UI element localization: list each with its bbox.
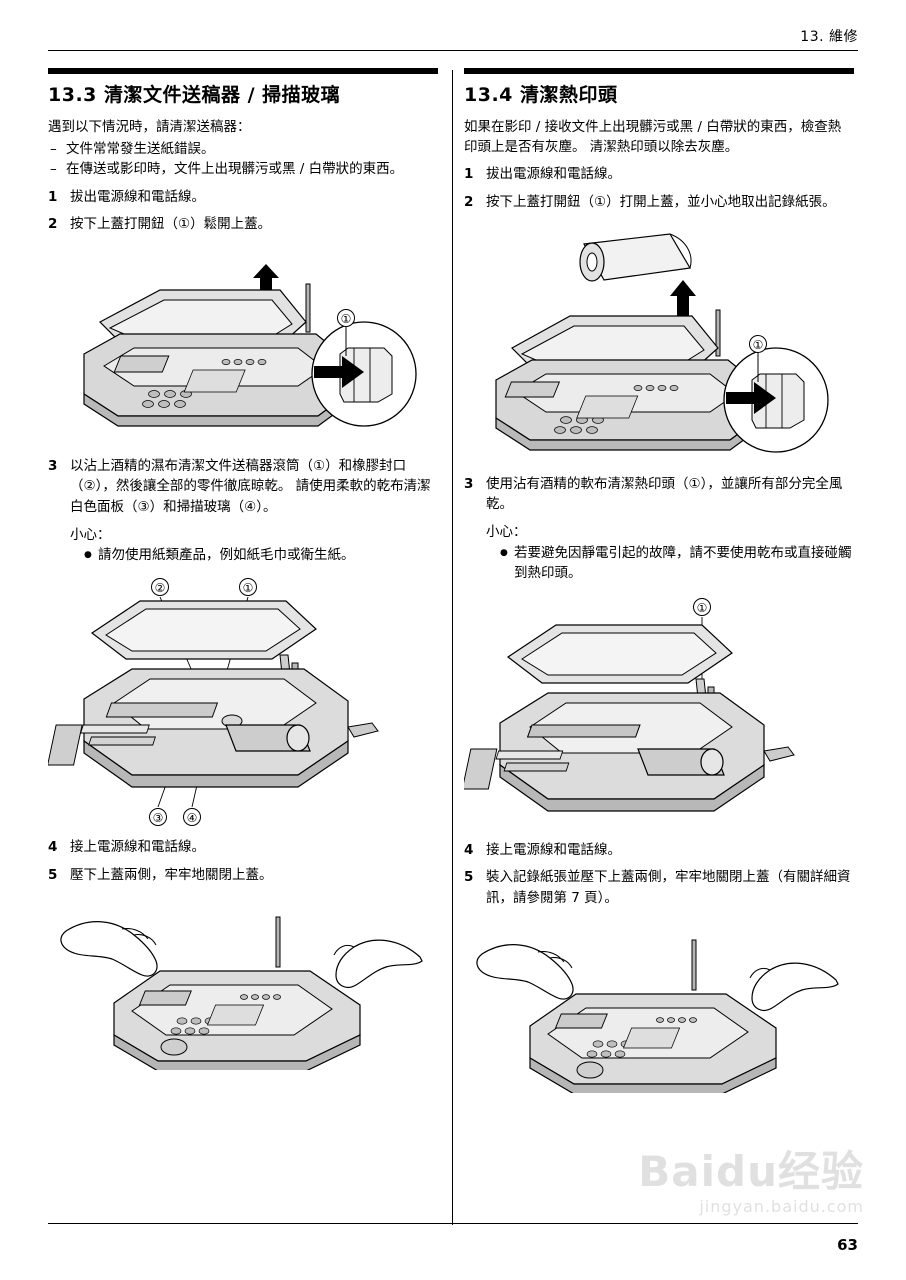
list-item: 請勿使用紙類產品，例如紙毛巾或衛生紙。 bbox=[84, 545, 438, 565]
figure-close-cover-right bbox=[464, 918, 854, 1093]
caution-label: 小心： bbox=[486, 524, 527, 541]
step-3-right: 3 使用沾有酒精的軟布清潔熱印頭（①），並讓所有部分完全風乾。 bbox=[464, 474, 854, 515]
figure-open-cover-right: ① bbox=[464, 222, 854, 467]
figure-adf-rollers-left: ② ① ③ ④ bbox=[48, 575, 438, 830]
footer-divider bbox=[48, 1223, 858, 1224]
step-number: 1 bbox=[464, 166, 474, 183]
header-divider bbox=[48, 50, 858, 51]
list-item: 文件常常發生送紙錯誤。 bbox=[48, 139, 438, 160]
caution-list: 請勿使用紙類產品，例如紙毛巾或衛生紙。 bbox=[70, 545, 438, 565]
figure-close-cover-left bbox=[48, 895, 438, 1070]
step-number: 3 bbox=[48, 458, 58, 474]
step-text: 壓下上蓋兩側，牢牢地關閉上蓋。 bbox=[70, 866, 273, 883]
step-number: 4 bbox=[48, 839, 58, 856]
step-text: 裝入記錄紙張並壓下上蓋兩側，牢牢地關閉上蓋（有關詳細資訊，請參閱第 7 頁）。 bbox=[486, 869, 851, 906]
svg-text:①: ① bbox=[697, 601, 708, 615]
page-columns: 13.3 清潔文件送稿器 / 掃描玻璃 遇到以下情況時，請清潔送稿器： 文件常常… bbox=[48, 68, 858, 1190]
svg-text:①: ① bbox=[341, 312, 352, 326]
step-number: 4 bbox=[464, 842, 474, 858]
step-text: 按下上蓋打開鈕（①）打開上蓋，並小心地取出記錄紙張。 bbox=[486, 193, 836, 210]
section-title-13-4: 13.4 清潔熱印頭 bbox=[464, 84, 618, 106]
section-rule-right bbox=[464, 68, 854, 74]
right-column: 13.4 清潔熱印頭 如果在影印 / 接收文件上出現髒污或黑 / 白帶狀的東西，… bbox=[464, 68, 854, 1190]
caution-block-left: 小心： 請勿使用紙類產品，例如紙毛巾或衛生紙。 bbox=[70, 525, 438, 566]
step-2-right: 2 按下上蓋打開鈕（①）打開上蓋，並小心地取出記錄紙張。 bbox=[464, 192, 854, 212]
step-text: 接上電源線和電話線。 bbox=[486, 842, 621, 858]
section-intro-left: 遇到以下情況時，請清潔送稿器： bbox=[48, 118, 251, 135]
section-rule-left bbox=[48, 68, 438, 74]
watermark-url: jingyan.baidu.com bbox=[699, 1197, 864, 1216]
svg-text:④: ④ bbox=[187, 811, 198, 825]
step-5-left: 5 壓下上蓋兩側，牢牢地關閉上蓋。 bbox=[48, 865, 438, 885]
step-number: 5 bbox=[464, 869, 474, 886]
step-number: 5 bbox=[48, 866, 58, 883]
caution-label: 小心： bbox=[70, 526, 111, 543]
svg-text:②: ② bbox=[155, 581, 166, 595]
step-number: 2 bbox=[464, 193, 474, 210]
step-5-right: 5 裝入記錄紙張並壓下上蓋兩側，牢牢地關閉上蓋（有關詳細資訊，請參閱第 7 頁）… bbox=[464, 867, 854, 908]
symptom-list: 文件常常發生送紙錯誤。 在傳送或影印時，文件上出現髒污或黑 / 白帶狀的東西。 bbox=[48, 139, 438, 180]
step-2-left: 2 按下上蓋打開鈕（①）鬆開上蓋。 bbox=[48, 214, 438, 234]
list-item: 在傳送或影印時，文件上出現髒污或黑 / 白帶狀的東西。 bbox=[48, 159, 438, 180]
step-text: 使用沾有酒精的軟布清潔熱印頭（①），並讓所有部分完全風乾。 bbox=[486, 475, 843, 512]
figure-fax-cover-release-left: ① bbox=[48, 244, 438, 449]
page-header-chapter: 13. 維修 bbox=[800, 29, 858, 45]
step-3-left: 3 以沾上酒精的濕布清潔文件送稿器滾筒（①）和橡膠封口（②），然後讓全部的零件徹… bbox=[48, 456, 438, 517]
step-text: 按下上蓋打開鈕（①）鬆開上蓋。 bbox=[70, 215, 272, 232]
step-number: 2 bbox=[48, 215, 58, 232]
list-item: 若要避免因靜電引起的故障，請不要使用乾布或直接碰觸到熱印頭。 bbox=[500, 543, 854, 584]
section-title-13-3: 13.3 清潔文件送稿器 / 掃描玻璃 bbox=[48, 84, 341, 106]
step-number: 1 bbox=[48, 188, 58, 205]
step-number: 3 bbox=[464, 475, 474, 492]
svg-text:①: ① bbox=[243, 581, 254, 595]
left-column: 13.3 清潔文件送稿器 / 掃描玻璃 遇到以下情況時，請清潔送稿器： 文件常常… bbox=[48, 68, 438, 1190]
step-4-right: 4 接上電源線和電話線。 bbox=[464, 840, 854, 860]
step-text: 拔出電源線和電話線。 bbox=[486, 166, 621, 183]
caution-list: 若要避免因靜電引起的故障，請不要使用乾布或直接碰觸到熱印頭。 bbox=[486, 543, 854, 584]
svg-text:③: ③ bbox=[153, 811, 164, 825]
section-intro-right: 如果在影印 / 接收文件上出現髒污或黑 / 白帶狀的東西，檢查熱印頭上是否有灰塵… bbox=[464, 118, 842, 155]
step-1-right: 1 拔出電源線和電話線。 bbox=[464, 164, 854, 184]
step-1-left: 1 拔出電源線和電話線。 bbox=[48, 187, 438, 207]
step-4-left: 4 接上電源線和電話線。 bbox=[48, 837, 438, 857]
page-number: 63 bbox=[837, 1236, 858, 1254]
caution-block-right: 小心： 若要避免因靜電引起的故障，請不要使用乾布或直接碰觸到熱印頭。 bbox=[486, 522, 854, 583]
step-text: 接上電源線和電話線。 bbox=[70, 839, 205, 856]
column-divider bbox=[452, 70, 453, 1225]
figure-thermal-head-right: ① bbox=[464, 593, 854, 833]
svg-text:①: ① bbox=[753, 338, 764, 352]
step-text: 拔出電源線和電話線。 bbox=[70, 188, 205, 205]
step-text: 以沾上酒精的濕布清潔文件送稿器滾筒（①）和橡膠封口（②），然後讓全部的零件徹底晾… bbox=[70, 458, 431, 515]
